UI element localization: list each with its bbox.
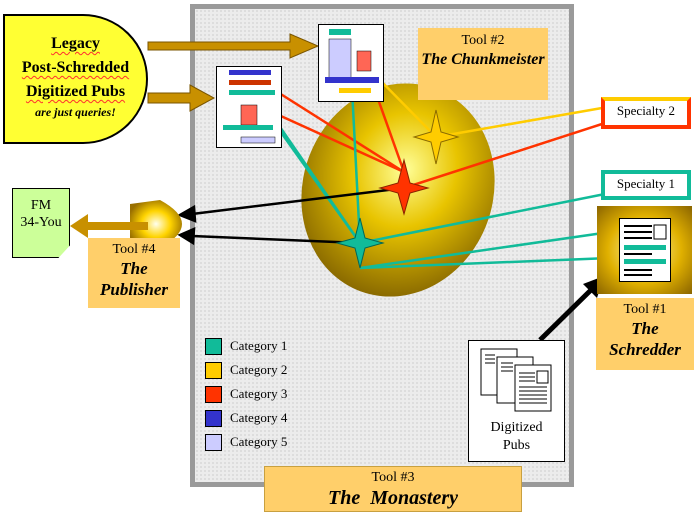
fm-line-1: FM [30,198,52,213]
digitized-line-2: Pubs [502,438,531,453]
tool-schredder-number: Tool #1 [623,302,667,317]
legend-item: Category 4 [205,406,315,430]
tool-schredder-name-1: The [631,319,659,338]
chunk-document-left [216,66,282,148]
tool-monastery-name: The Monastery [328,487,458,509]
tool-schredder-box: Tool #1 The Schredder [596,298,694,370]
tool-monastery-number: Tool #3 [371,470,415,485]
legacy-line-2: Post-Schredded [21,59,130,76]
legend-item: Category 2 [205,358,315,382]
specialty-1-box: Specialty 1 [601,170,691,200]
legend-swatch-3 [205,385,222,403]
digitized-line-1: Digitized [490,420,543,435]
stacked-documents-icon [480,348,552,412]
legend-item: Category 1 [205,334,315,358]
star-category-2 [412,109,460,165]
legend-label-4: Category 4 [230,410,288,425]
legend-label-1: Category 1 [230,338,288,353]
legacy-line-3: Digitized Pubs [25,83,126,100]
chunk-document-top-icon [325,29,379,93]
schredder-arrow [538,276,604,342]
specialty-2-label: Specialty 2 [616,103,676,118]
publisher-shape [70,200,182,248]
legacy-arrows [147,33,320,112]
tool-publisher-name-2: Publisher [99,280,169,299]
tool-chunkmeister-number: Tool #2 [461,33,505,48]
fm-line-2: 34-You [20,215,62,230]
digitized-pubs-label: Digitized Pubs [469,419,564,455]
tool-monastery-box: Tool #3 The Monastery [264,466,522,512]
digitized-pubs-box: Digitized Pubs [468,340,565,462]
legend-item: Category 5 [205,430,315,454]
schredder-document [619,218,671,282]
chunk-document-left-icon [223,70,276,144]
category-legend: Category 1 Category 2 Category 3 Categor… [205,334,315,454]
tool-publisher-box: Tool #4 The Publisher [88,238,180,308]
legacy-line-1: Legacy [51,35,100,52]
star-category-1 [335,217,385,269]
star-category-3 [378,158,430,216]
tool-chunkmeister-name: The Chunkmeister [421,51,545,68]
tool-schredder-name-2: Schredder [609,340,681,359]
chunk-document-top [318,24,384,102]
legend-label-2: Category 2 [230,362,288,377]
legend-label-3: Category 3 [230,386,288,401]
legend-label-5: Category 5 [230,434,288,449]
schredder-document-icon [624,224,667,276]
legend-swatch-5 [205,433,222,451]
legend-swatch-1 [205,337,222,355]
schredder-frame [597,206,692,294]
tool-publisher-number: Tool #4 [112,242,156,257]
tool-chunkmeister-box: Tool #2 The Chunkmeister [418,28,548,100]
fm-document: FM 34-You [12,188,70,258]
legend-swatch-4 [205,409,222,427]
tool-publisher-name-1: The [120,259,148,278]
legend-swatch-2 [205,361,222,379]
legend-item: Category 3 [205,382,315,406]
legacy-note: are just queries! [35,105,116,119]
publish-arrows [177,186,405,246]
specialty-2-box: Specialty 2 [601,97,691,129]
specialty-1-label: Specialty 1 [616,176,676,191]
legacy-pubs-box: Legacy Post-Schredded Digitized Pubs are… [3,14,148,144]
